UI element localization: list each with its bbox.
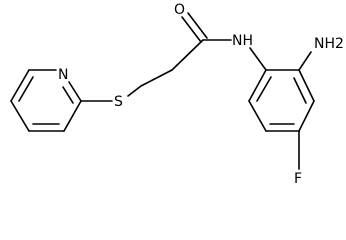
amino-label: NH2 [314,36,344,52]
molecule-diagram: O NH NH2 S N F [10,2,344,187]
benzene-ring [248,69,315,132]
bond-bz-6-inner [256,76,272,102]
bond-py-1-inner [18,76,34,102]
bond-py-6 [10,100,30,132]
bond-co-double-b [187,12,208,39]
bond-bz-2 [298,69,315,102]
amide-nh-label: NH [232,33,253,49]
linker-chain [80,12,267,102]
bond-py-1 [10,69,30,102]
pyridine-ring [10,69,82,132]
oxygen-label: O [174,2,185,18]
bond-bz-2-inner [293,77,307,104]
bond-bz-6 [248,69,267,102]
bond-bz-5 [248,100,267,132]
structure-canvas: O NH NH2 S N F [10,2,344,187]
bond-c-nh2 [298,51,312,71]
bond-py-4 [63,100,82,132]
sulfur-label: S [114,94,123,110]
bond-ch2-co [171,39,204,71]
bond-ch2-ch2 [140,69,173,87]
bond-bz-3 [298,100,315,132]
bond-n-aryl [249,47,267,71]
fluorine-label: F [294,171,302,187]
bond-py-3 [68,81,82,102]
bond-s-ch2 [127,85,142,97]
bond-py-3-inner [62,86,74,104]
bond-co-double-a [181,16,202,43]
pyridine-n-label: N [58,67,68,83]
